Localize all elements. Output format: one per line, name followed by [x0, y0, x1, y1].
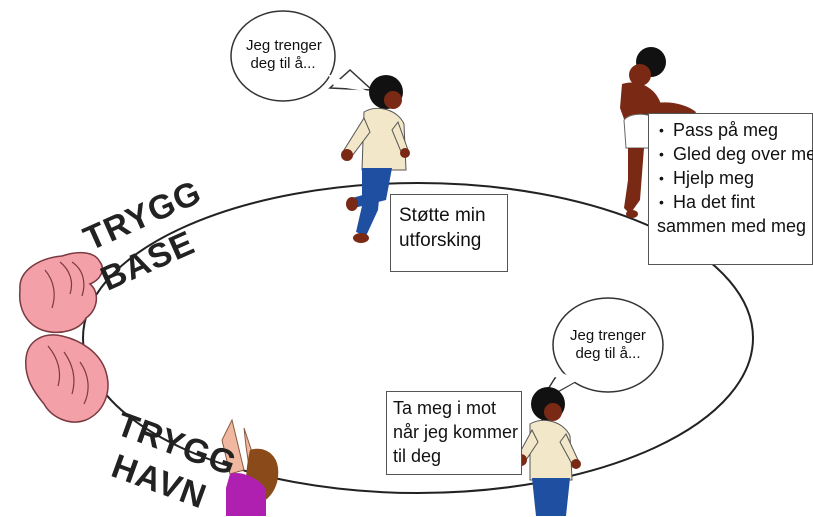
- needs-item: Ha det fint: [657, 190, 804, 214]
- explore-line2: utforsking: [399, 230, 482, 251]
- bubble-bottom-text: Jeg trenger deg til å...: [570, 327, 646, 363]
- reaching-child-icon: [221, 418, 279, 516]
- welcome-line1: Ta meg i mot: [393, 398, 497, 418]
- explore-box: Støtte min utforsking: [390, 194, 508, 272]
- welcome-box: Ta meg i mot når jeg kommer til deg: [386, 391, 522, 475]
- needs-item: Hjelp meg: [657, 166, 804, 190]
- walking-child-top-icon: [341, 75, 410, 243]
- needs-list: Pass på meg Gled deg over meg Hjelp meg …: [657, 118, 813, 214]
- circle-path: [82, 182, 754, 494]
- left-hand-top-icon: [18, 251, 104, 334]
- needs-continuation: sammen med meg: [657, 216, 807, 236]
- welcome-line2: når jeg kommer: [393, 422, 519, 442]
- bubble-bottom-line1: Jeg trenger: [570, 327, 646, 344]
- explore-line1: Støtte min: [399, 205, 486, 226]
- speech-bubble-top: [230, 10, 375, 102]
- needs-box: Pass på meg Gled deg over meg Hjelp meg …: [648, 113, 813, 265]
- bubble-top-line1: Jeg trenger: [246, 37, 322, 54]
- bubble-top-line2: deg til å...: [250, 55, 316, 72]
- bubble-top-text: Jeg trenger deg til å...: [246, 37, 322, 73]
- welcome-line3: til deg: [393, 446, 442, 466]
- walking-child-bottom-icon: [515, 387, 581, 516]
- left-hand-bottom-icon: [25, 334, 109, 423]
- needs-item: Gled deg over meg: [657, 142, 813, 166]
- bubble-bottom-line2: deg til å...: [575, 345, 641, 362]
- needs-item: Pass på meg: [657, 118, 804, 142]
